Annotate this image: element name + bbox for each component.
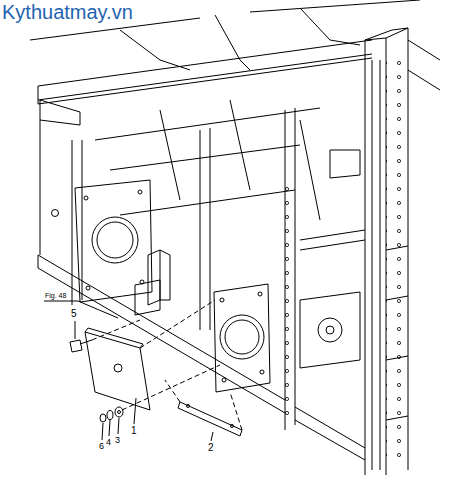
figure-reference: Fig. 48	[45, 292, 66, 299]
callout-number: 2	[208, 443, 214, 453]
callout-number: 5	[71, 309, 77, 319]
watermark: Kythuatmay.vn	[2, 2, 133, 22]
callout-number: 4	[106, 438, 111, 447]
callout-number: 6	[99, 442, 104, 451]
callout-number: 3	[115, 436, 120, 445]
callout-number: 1	[131, 426, 137, 436]
